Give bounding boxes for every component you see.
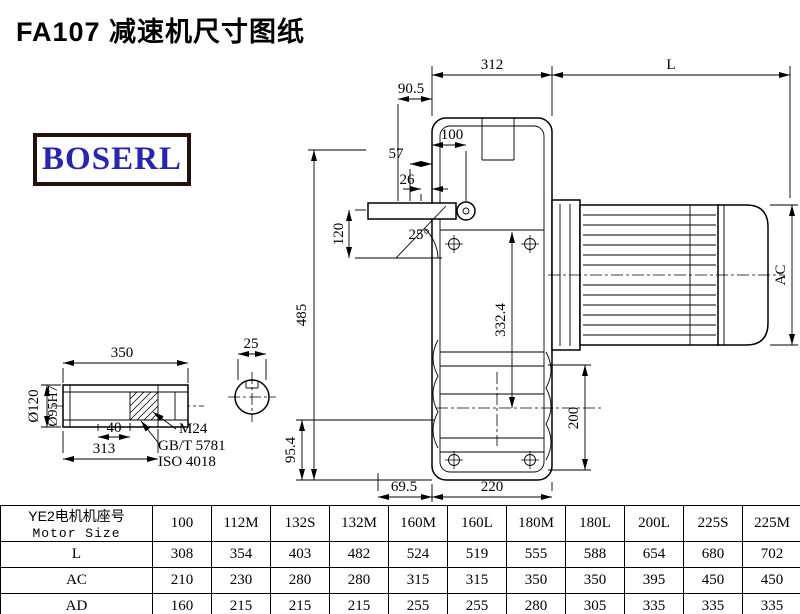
table-cell: 588 [565,541,625,568]
table-cell: 403 [270,541,330,568]
dim-25deg-label: 25° [409,227,430,243]
table-cell: 280 [329,567,389,594]
col-header: 225M [742,505,800,542]
boserl-logo: BOSERL [33,133,191,186]
col-header: 180M [506,505,566,542]
table-cell: 354 [211,541,271,568]
col-header: 160M [388,505,448,542]
table-cell: 395 [624,567,684,594]
dim-25-label: 25 [244,336,259,352]
shaft-end-section [228,372,276,422]
table-row-L: L 308 354 403 482 524 519 555 588 654 68… [0,541,800,568]
row-label: AD [0,593,153,614]
table-cell: 255 [447,593,507,614]
table-cell: 215 [270,593,330,614]
col-header: 160L [447,505,507,542]
dim-dia120-label: Ø120 [26,389,42,422]
col-header: 132S [270,505,330,542]
table-cell: 450 [683,567,743,594]
table-cell: 482 [329,541,389,568]
dim-313-label: 313 [93,441,116,457]
motor-dimension-table: YE2电机机座号 Motor Size 100 112M 132S 132M 1… [0,505,800,614]
table-corner-cell: YE2电机机座号 Motor Size [0,505,153,542]
table-header-row: YE2电机机座号 Motor Size 100 112M 132S 132M 1… [0,505,800,542]
table-cell: 215 [211,593,271,614]
table-cell: 555 [506,541,566,568]
dim-90-5-label: 90.5 [398,81,424,97]
table-cell: 519 [447,541,507,568]
dim-350-label: 350 [111,345,134,361]
col-header: 180L [565,505,625,542]
col-header: 100 [152,505,212,542]
table-cell: 335 [742,593,800,614]
dim-312-label: 312 [481,57,504,73]
dim-57-label: 57 [389,146,405,162]
table-cell: 450 [742,567,800,594]
boserl-logo-text: BOSERL [42,141,182,177]
col-header: 200L [624,505,684,542]
row-label: AC [0,567,153,594]
col-header: 225S [683,505,743,542]
table-cell: 280 [506,593,566,614]
dim-100-label: 100 [441,127,464,143]
table-cell: 335 [683,593,743,614]
dim-dia95h7-label: Ø95H7 [46,385,61,426]
thread-m24-label: M24 [179,421,208,437]
col-header: 132M [329,505,389,542]
dimension-drawing: 312 L 90.5 100 57 26 120 25° 485 95.4 33… [26,57,798,502]
dim-485-label: 485 [294,304,310,327]
dim-26-label: 26 [400,172,416,188]
dim-40-label: 40 [107,420,122,436]
standard-iso-label: ISO 4018 [158,454,216,470]
centerlines [436,274,784,446]
table-cell: 350 [506,567,566,594]
header-cn: YE2电机机座号 [28,508,125,524]
table-cell: 350 [565,567,625,594]
standard-gbt-label: GB/T 5781 [158,438,226,454]
table-cell: 335 [624,593,684,614]
table-cell: 308 [152,541,212,568]
table-row-AD: AD 160 215 215 215 255 255 280 305 335 3… [0,593,800,614]
table-row-AC: AC 210 230 280 280 315 315 350 350 395 4… [0,567,800,594]
table-cell: 315 [447,567,507,594]
table-cell: 524 [388,541,448,568]
table-cell: 160 [152,593,212,614]
table-cell: 315 [388,567,448,594]
dim-95-4-label: 95.4 [283,436,299,463]
dimension-lines [44,72,795,500]
dim-120-label: 120 [331,223,347,246]
gearbox-housing [431,117,553,481]
dim-220-label: 220 [481,479,504,495]
torque-arm [367,201,476,221]
dim-200-label: 200 [566,407,582,430]
table-cell: 702 [742,541,800,568]
dimension-labels: 312 L 90.5 100 57 26 120 25° 485 95.4 33… [26,57,789,495]
table-cell: 230 [211,567,271,594]
dim-69-5-label: 69.5 [391,479,417,495]
table-cell: 215 [329,593,389,614]
table-cell: 255 [388,593,448,614]
table-cell: 654 [624,541,684,568]
table-cell: 280 [270,567,330,594]
table-cell: 305 [565,593,625,614]
header-en: Motor Size [32,526,121,541]
dim-L-label: L [666,57,675,73]
output-shaft-detail [52,384,204,428]
page-title: FA107 减速机尺寸图纸 [16,17,306,47]
col-header: 112M [211,505,271,542]
table-cell: 680 [683,541,743,568]
dim-332-4-label: 332.4 [493,303,509,337]
row-label: L [0,541,153,568]
dim-AC-label: AC [773,265,789,286]
table-cell: 210 [152,567,212,594]
